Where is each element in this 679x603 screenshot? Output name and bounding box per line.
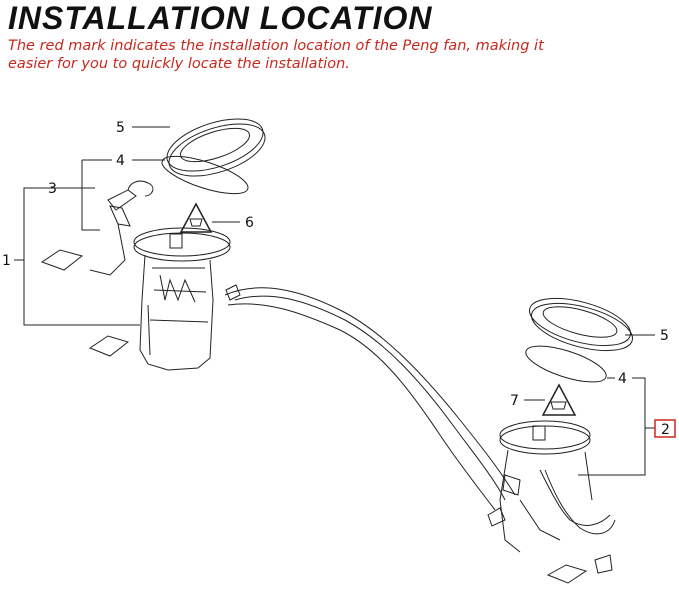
page-subtitle: The red mark indicates the installation … [8, 37, 668, 73]
fuel-line-hoses [224, 284, 516, 511]
warning-label-left [179, 202, 213, 233]
fuel-pump-module-left [133, 227, 231, 371]
callout-5-right: 5 [660, 328, 669, 344]
warning-label-right [541, 383, 577, 416]
o-ring-right [525, 345, 607, 383]
leader-1 [14, 187, 140, 326]
float-pad-upper [40, 249, 84, 271]
float-pad-lower [88, 335, 130, 357]
subtitle-line-2: easier for you to quickly locate the ins… [8, 56, 350, 72]
callout-3: 3 [48, 181, 57, 197]
callout-7: 7 [510, 393, 519, 409]
subtitle-line-1: The red mark indicates the installation … [8, 38, 544, 54]
o-ring-left [161, 155, 249, 195]
lock-ring-right [529, 297, 633, 352]
level-sensor [89, 180, 154, 276]
callout-6: 6 [245, 215, 254, 231]
leader-3 [66, 160, 100, 231]
lock-ring-left [166, 118, 266, 177]
callout-5-left: 5 [116, 120, 125, 136]
callout-1: 1 [2, 253, 11, 269]
highlight-box-part-2 [654, 419, 676, 438]
callout-4-right: 4 [618, 371, 627, 387]
page-title: INSTALLATION LOCATION [8, 0, 433, 36]
callout-2-highlighted: 2 [661, 422, 670, 438]
callout-4-left: 4 [116, 153, 125, 169]
fuel-pump-module-right [487, 420, 616, 584]
leader-2 [578, 377, 655, 476]
